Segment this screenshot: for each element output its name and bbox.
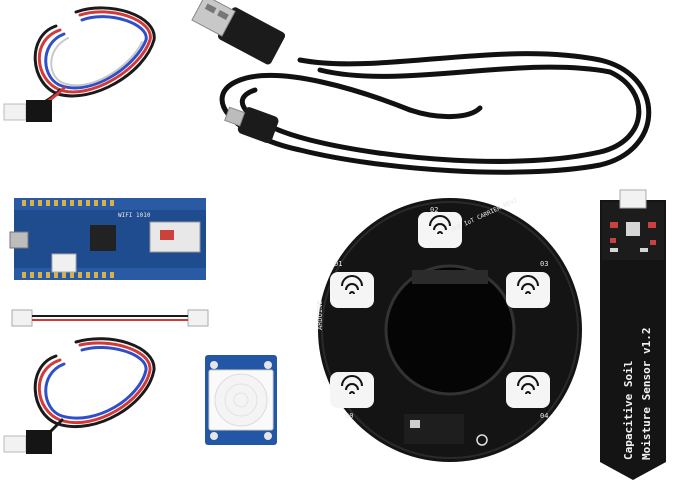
pad-label-04: 04 [540,412,548,420]
micro-usb-port [9,231,29,249]
pad-label-02: 02 [430,206,438,214]
pir-sensor [205,355,277,445]
carrier-display [384,264,516,396]
jumper-connector-bottom-black [26,430,52,454]
fresnel-lens [214,373,268,427]
mkr-board: WIFI 1010 [9,198,206,280]
pad-label-03: 03 [540,260,548,268]
pad-label-01: 01 [334,260,342,268]
pad-label-00: 00 [345,412,353,420]
soil-sensor-label-line1: Capacitive Soil [622,361,635,460]
jumper-connector-bottom-white [3,435,27,453]
mkr-model-label: WIFI 1010 [118,212,151,219]
jumper-cable-top [28,6,156,114]
iot-carrier: 00 01 02 03 04 ARDUINO MKR IoT CARRIER R… [316,197,582,462]
usb-a-plug [191,0,286,65]
mcu-chip [90,225,116,251]
jumper-connector-top-black [26,100,52,122]
soil-sensor-connector [619,189,647,209]
soil-sensor: Capacitive Soil Moisture Sensor v1.2 [600,189,666,480]
micro-usb-plug [224,106,279,143]
wifi-module [149,221,201,253]
touch-pads [330,212,550,408]
jumper-connector-top-white [3,103,27,121]
carrier-brand: ARDUINO [316,300,324,330]
jumper-cable-bottom [33,337,156,448]
soil-sensor-label-line2: Moisture Sensor v1.2 [640,328,653,460]
usb-cable [219,51,652,175]
battery-connector [51,253,77,273]
two-pin-cable [11,309,209,327]
